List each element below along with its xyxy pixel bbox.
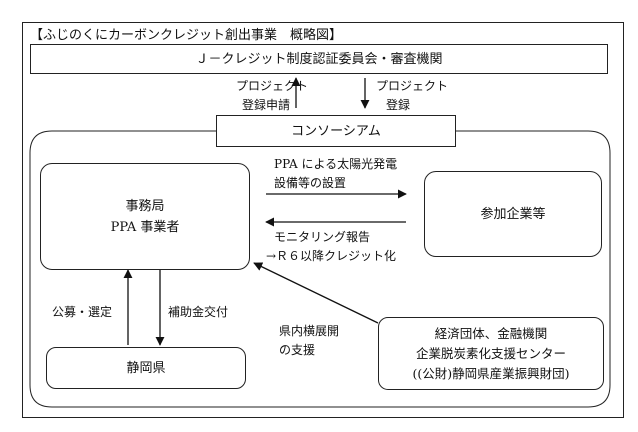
project-register-label-line1: プロジェクト <box>376 79 449 93</box>
partners-label-line3: ((公財)静岡県産業振興財団) <box>412 365 570 381</box>
prefecture-box: 静岡県 <box>46 347 246 389</box>
project-apply-label-line2: 登録申請 <box>242 98 291 112</box>
project-register-label-line2: 登録 <box>386 98 411 112</box>
office-box: 事務局 PPA 事業者 <box>40 163 250 270</box>
partners-box: 経済団体、金融機関 企業脱炭素化支援センター ((公財)静岡県産業振興財団) <box>378 317 604 390</box>
consortium-box: コンソーシアム <box>216 115 456 147</box>
participants-box: 参加企業等 <box>424 171 602 257</box>
prefecture-label: 静岡県 <box>126 360 166 376</box>
diagram-title: 【ふじのくにカーボンクレジット創出事業 概略図】 <box>30 28 343 43</box>
committee-label: Ｊ－クレジット制度認証委員会・審査機関 <box>195 51 443 67</box>
project-apply-label: プロジェクト 登録申請 <box>236 77 308 115</box>
consortium-boundary <box>29 130 611 408</box>
partners-label-line1: 経済団体、金融機関 <box>434 325 548 341</box>
expansion-label-line1: 県内横展開 <box>279 324 340 338</box>
partners-label-line2: 企業脱炭素化支援センター <box>415 345 566 361</box>
office-label-line2: PPA 事業者 <box>110 219 180 235</box>
subsidy-label: 補助金交付 <box>168 305 229 319</box>
diagram-frame <box>22 22 624 418</box>
expansion-label: 県内横展開 の支援 <box>279 322 339 360</box>
arrow-expansion <box>253 262 379 324</box>
consortium-label: コンソーシアム <box>291 123 381 139</box>
committee-box: Ｊ－クレジット制度認証委員会・審査機関 <box>30 44 608 74</box>
project-register-label: プロジェクト 登録 <box>376 77 448 115</box>
monitoring-label: モニタリング報告 →Ｒ６以降クレジット化 <box>266 228 396 266</box>
monitoring-label-line2: →Ｒ６以降クレジット化 <box>266 249 397 263</box>
recruit-label: 公募・選定 <box>52 305 113 319</box>
project-apply-label-line1: プロジェクト <box>236 79 309 93</box>
monitoring-label-line1: モニタリング報告 <box>274 230 371 244</box>
office-label-line1: 事務局 <box>125 198 165 214</box>
expansion-label-line2: の支援 <box>279 343 316 357</box>
ppa-label-line2: 設備等の設置 <box>274 176 347 190</box>
ppa-label-line1: PPA による太陽光発電 <box>274 157 398 171</box>
participants-label: 参加企業等 <box>480 206 546 222</box>
ppa-label: PPA による太陽光発電 設備等の設置 <box>274 155 397 193</box>
